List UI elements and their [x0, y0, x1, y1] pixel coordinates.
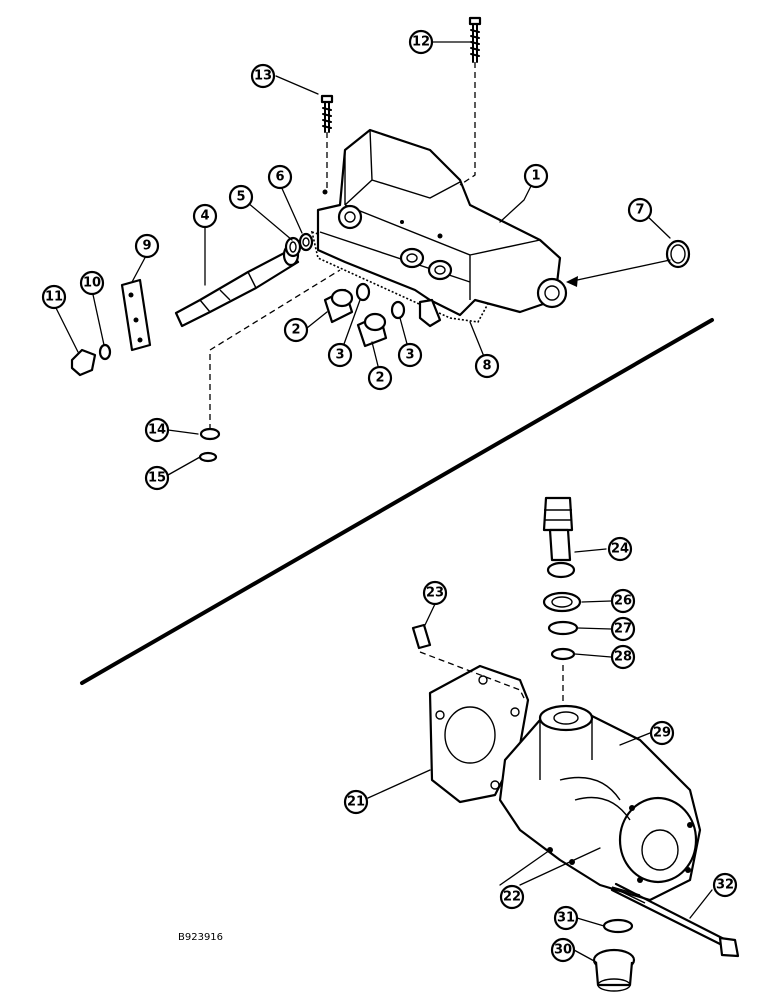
- callout-2-lower: 2: [367, 365, 393, 391]
- callout-11: 11: [41, 284, 67, 310]
- callout-12-number: 12: [412, 35, 430, 50]
- callout-7: 7: [627, 197, 653, 223]
- washer-3-upper: [355, 282, 371, 302]
- ring-7: [665, 239, 691, 269]
- callout-29-number: 29: [653, 726, 671, 741]
- callout-9-number: 9: [142, 239, 151, 254]
- callout-14-number: 14: [148, 423, 166, 438]
- callout-23-number: 23: [426, 586, 444, 601]
- callout-30: 30: [550, 937, 576, 963]
- callout-22: 22: [499, 884, 525, 910]
- callout-6-number: 6: [275, 170, 284, 185]
- washer-14: [199, 427, 221, 441]
- callout-27-number: 27: [614, 622, 632, 637]
- callout-21: 21: [343, 789, 369, 815]
- callout-15-number: 15: [148, 471, 166, 486]
- seal-6: [298, 232, 314, 252]
- callout-4-number: 4: [200, 209, 209, 224]
- callout-23: 23: [422, 580, 448, 606]
- callout-15: 15: [144, 465, 170, 491]
- callout-1: 1: [523, 163, 549, 189]
- spool-4: [174, 243, 300, 328]
- callout-28: 28: [610, 644, 636, 670]
- callout-27: 27: [610, 616, 636, 642]
- callout-3-left-number: 3: [335, 348, 344, 363]
- callout-29: 29: [649, 720, 675, 746]
- plug-2-lower: [356, 312, 388, 348]
- link-arm: [418, 298, 442, 328]
- callout-3-right: 3: [397, 342, 423, 368]
- callout-6: 6: [267, 164, 293, 190]
- plug-2-upper: [323, 288, 354, 324]
- callout-leaders: [53, 41, 713, 963]
- callout-11-number: 11: [45, 290, 63, 305]
- washer-10: [98, 343, 112, 361]
- plug-30: [592, 948, 636, 992]
- callout-14: 14: [144, 417, 170, 443]
- callout-5: 5: [228, 184, 254, 210]
- callout-13: 13: [250, 63, 276, 89]
- callout-31: 31: [553, 905, 579, 931]
- ring-27: [547, 620, 579, 636]
- guide-line-14: [209, 269, 341, 430]
- valve-24: [542, 496, 576, 579]
- callout-24: 24: [607, 536, 633, 562]
- callout-13-number: 13: [254, 69, 272, 84]
- callout-8-number: 8: [482, 359, 491, 374]
- callout-3-left: 3: [327, 342, 353, 368]
- callout-32: 32: [712, 872, 738, 898]
- callout-21-number: 21: [347, 795, 365, 810]
- callout-32-number: 32: [716, 878, 734, 893]
- callout-22-number: 22: [503, 890, 521, 905]
- callout-4: 4: [192, 203, 218, 229]
- callout-12: 12: [408, 29, 434, 55]
- seal-5: [284, 236, 302, 258]
- washer-26: [542, 591, 582, 613]
- bolt-13: [320, 94, 334, 188]
- ring-28: [550, 647, 576, 661]
- callout-2-upper: 2: [283, 317, 309, 343]
- bolt-32: [610, 882, 740, 958]
- callout-7-number: 7: [635, 203, 644, 218]
- dowel-23: [411, 623, 432, 650]
- valve-housing: [310, 128, 568, 323]
- callout-1-number: 1: [531, 169, 540, 184]
- drawing-id-label: B923916: [178, 932, 223, 943]
- nut-11: [70, 348, 97, 377]
- section-divider: [80, 318, 714, 685]
- callout-10: 10: [79, 270, 105, 296]
- ring-15: [198, 451, 218, 463]
- callout-5-number: 5: [236, 190, 245, 205]
- callout-9: 9: [134, 233, 160, 259]
- callout-24-number: 24: [611, 542, 629, 557]
- callout-26-number: 26: [614, 594, 632, 609]
- callout-26: 26: [610, 588, 636, 614]
- bolt-12: [459, 16, 482, 186]
- callout-2-upper-number: 2: [291, 323, 300, 338]
- guide-line-23: [419, 651, 526, 701]
- callout-30-number: 30: [554, 943, 572, 958]
- pump-body-29: [498, 704, 702, 902]
- callout-28-number: 28: [614, 650, 632, 665]
- callout-3-right-number: 3: [405, 348, 414, 363]
- callout-2-lower-number: 2: [375, 371, 384, 386]
- washer-3-lower: [390, 300, 406, 320]
- callout-8: 8: [474, 353, 500, 379]
- ring-31: [602, 918, 634, 934]
- link-9: [120, 278, 152, 352]
- callout-10-number: 10: [83, 276, 101, 291]
- callout-31-number: 31: [557, 911, 575, 926]
